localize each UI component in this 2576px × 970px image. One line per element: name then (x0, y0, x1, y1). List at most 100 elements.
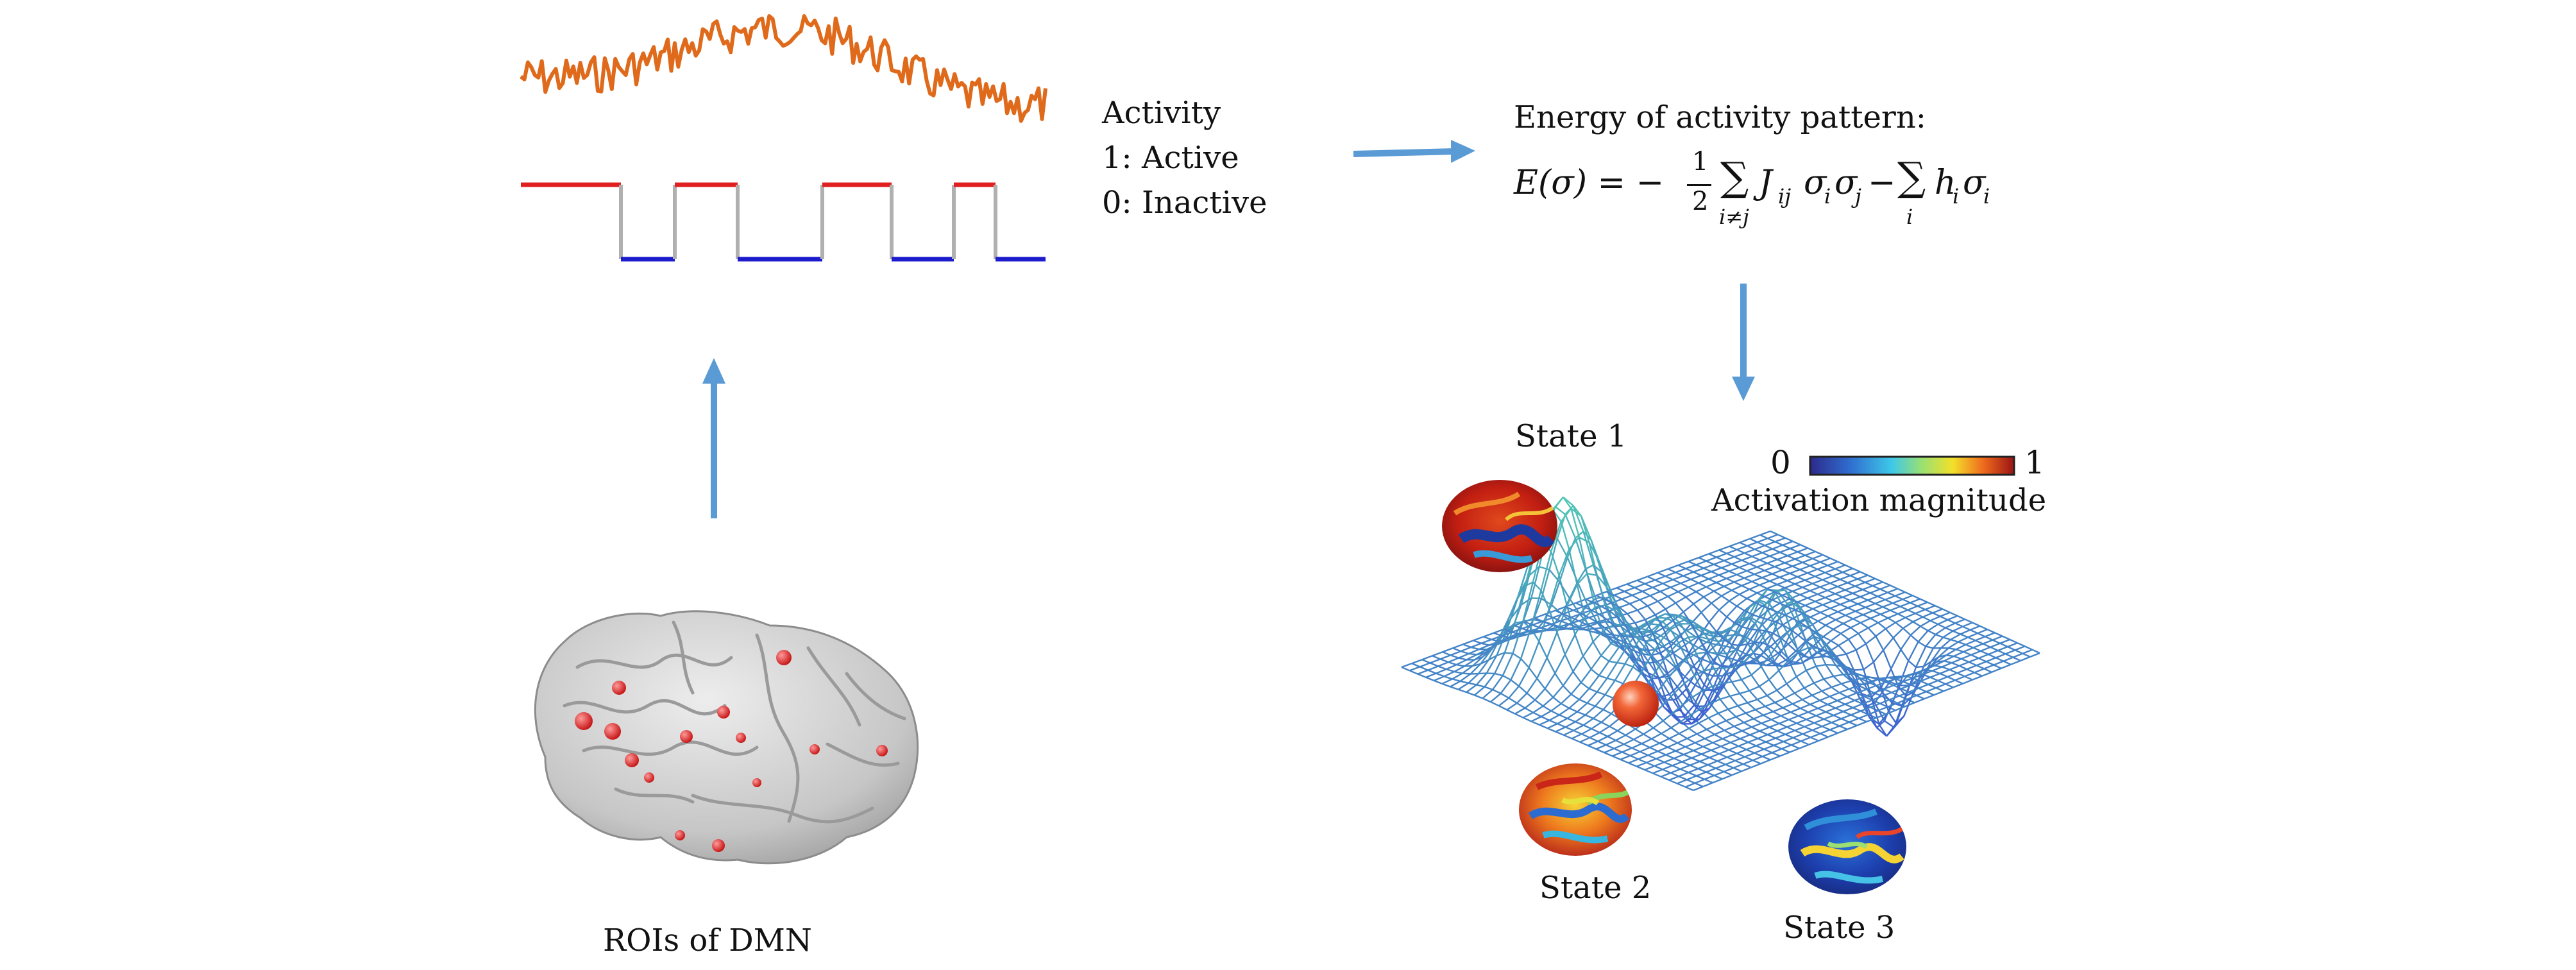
mesh-line (1661, 733, 1670, 740)
mesh-line (1867, 574, 1876, 579)
mesh-line (1700, 574, 1709, 580)
mesh-line (1749, 628, 1758, 631)
mesh-line (1822, 628, 1834, 638)
mesh-line (1714, 729, 1725, 736)
mesh-line (1662, 627, 1672, 647)
mesh-line (1722, 666, 1731, 677)
mesh-line (1813, 718, 1824, 724)
mesh-line (1401, 662, 1412, 668)
mesh-line (1588, 740, 1598, 747)
mesh-line (1609, 718, 1620, 728)
mesh-line (1805, 640, 1814, 647)
mesh-line (1835, 589, 1846, 595)
mesh-line (1756, 588, 1768, 594)
mesh-line (1753, 642, 1765, 653)
mesh-line (1421, 659, 1430, 664)
mesh-line (1842, 592, 1853, 598)
mesh-line (1759, 584, 1768, 590)
mesh-line (1456, 663, 1465, 667)
mesh-line (1583, 724, 1592, 730)
mesh-line (1750, 674, 1760, 687)
mesh-line (1550, 581, 1561, 606)
mesh-line (1904, 672, 1915, 677)
mesh-line (1667, 746, 1676, 752)
energy-title: Energy of activity pattern: (1514, 99, 1926, 135)
mesh-line (1756, 562, 1768, 568)
mesh-line (1686, 775, 1697, 781)
mesh-line (1688, 722, 1699, 729)
mesh-line (1958, 641, 1966, 645)
mesh-line (1558, 549, 1570, 576)
mesh-line (1652, 720, 1664, 729)
mesh-line (1662, 646, 1674, 654)
mesh-line (1949, 611, 1958, 617)
mesh-line (1733, 581, 1742, 586)
mesh-line (1719, 679, 1728, 690)
mesh-line (1674, 659, 1684, 668)
mesh-line (1897, 702, 1906, 708)
mesh-line (1630, 751, 1641, 757)
mesh-line (1983, 668, 1992, 673)
mesh-line (1668, 779, 1678, 785)
mesh-line (1768, 722, 1780, 728)
mesh-line (1724, 666, 1734, 669)
mesh-line (1935, 605, 1943, 610)
mesh-line (1761, 603, 1770, 624)
mesh-line (1759, 530, 1771, 536)
mesh-line (1795, 650, 1804, 657)
mesh-line (1483, 632, 1495, 638)
mesh-line (1654, 579, 1663, 584)
mesh-line (1667, 568, 1676, 574)
mesh-line (1711, 595, 1722, 604)
mesh-line (1697, 768, 1707, 773)
mesh-line (1716, 724, 1725, 731)
mesh-line (1723, 667, 1733, 683)
mesh-line (1885, 599, 1894, 604)
mesh-line (1482, 697, 1491, 703)
mesh-line (1648, 666, 1660, 683)
mesh-line (1831, 683, 1842, 688)
mesh-line (1564, 514, 1577, 539)
mesh-line (1808, 711, 1817, 717)
mesh-line (1575, 531, 1584, 539)
mesh-line (1818, 656, 1827, 658)
mesh-line (1776, 590, 1788, 604)
mesh-line (1956, 672, 1965, 677)
mesh-line (1829, 692, 1840, 697)
mesh-line (2020, 656, 2031, 662)
mesh-line (1961, 654, 1972, 660)
mesh-line (1575, 602, 1584, 608)
mesh-line (1852, 588, 1863, 595)
mesh-line (1785, 659, 1794, 665)
mesh-line (1606, 662, 1618, 679)
mesh-line (1743, 722, 1752, 728)
colorbar-title: Activation magnitude (1711, 482, 2047, 518)
mesh-line (1436, 672, 1445, 677)
mesh-line (1788, 719, 1797, 724)
mesh-line (1910, 634, 1919, 643)
mesh-line (1654, 649, 1666, 659)
mesh-line (1698, 557, 1707, 562)
mesh-line (1626, 579, 1638, 585)
mesh-line (1953, 683, 1963, 688)
mesh-line (1529, 566, 1540, 576)
mesh-line (1616, 583, 1627, 589)
mesh-line (1926, 691, 1935, 696)
mesh-line (1939, 672, 1948, 678)
mesh-line (1910, 598, 1920, 604)
mesh-line (1840, 579, 1848, 584)
mesh-line (1801, 657, 1809, 664)
mesh-line (1786, 722, 1797, 728)
mesh-line (1512, 621, 1524, 654)
mesh-line (1867, 599, 1876, 604)
mesh-line (1570, 693, 1580, 701)
mesh-line (1878, 723, 1888, 737)
mesh-line (1845, 649, 1857, 655)
mesh-line (1897, 609, 1908, 615)
mesh-line (1838, 692, 1848, 698)
mesh-line (1459, 673, 1471, 682)
mesh-line (1696, 728, 1707, 735)
mesh-line (1554, 654, 1566, 674)
mesh-line (1706, 724, 1717, 731)
mesh-line (1756, 566, 1765, 572)
